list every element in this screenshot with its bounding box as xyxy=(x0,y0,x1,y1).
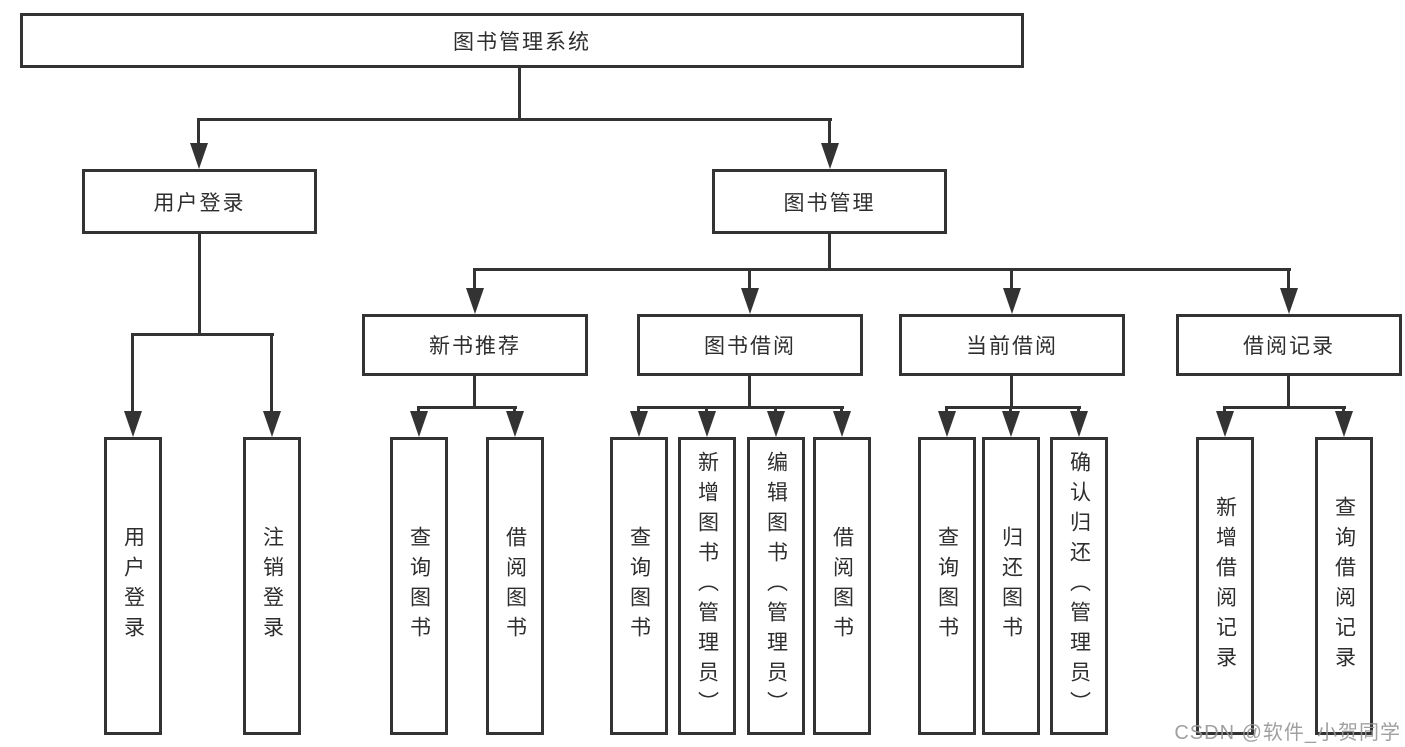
arrow-down-icon xyxy=(506,411,524,437)
connector-stem xyxy=(1010,376,1013,409)
connector-leaf-drop xyxy=(270,333,273,415)
arrow-down-icon xyxy=(1280,288,1298,314)
connector-rail xyxy=(637,406,844,409)
connector-level3-drop xyxy=(748,268,751,293)
leaf-logout: 注销登录 xyxy=(243,437,301,735)
node-label: 图书管理 xyxy=(783,191,876,215)
leaf-label: 查询图书 xyxy=(407,526,431,646)
connector-leaf-drop xyxy=(840,406,843,415)
leaf-query-books-recommend: 查询图书 xyxy=(390,437,448,735)
arrow-down-icon xyxy=(1002,411,1020,437)
node-label: 新书推荐 xyxy=(429,335,521,358)
connector-user-login-stem xyxy=(198,234,201,335)
leaf-edit-books-admin: 编辑图书（管理员） xyxy=(747,437,805,735)
arrow-down-icon xyxy=(833,411,851,437)
leaf-user-login: 用户登录 xyxy=(104,437,162,735)
connector-leaf-drop xyxy=(131,333,134,415)
leaf-add-borrow-record: 新增借阅记录 xyxy=(1196,437,1254,735)
arrow-down-icon xyxy=(124,411,142,437)
leaf-label: 编辑图书（管理员） xyxy=(764,451,788,721)
leaf-query-borrow-record: 查询借阅记录 xyxy=(1315,437,1373,735)
leaf-return-books: 归还图书 xyxy=(982,437,1040,735)
connector-leaf-drop xyxy=(417,406,420,415)
connector-rail xyxy=(945,406,1081,409)
arrow-down-icon xyxy=(190,143,208,169)
leaf-label: 查询借阅记录 xyxy=(1332,496,1356,676)
arrow-down-icon xyxy=(938,411,956,437)
arrow-down-icon xyxy=(821,143,839,169)
leaf-label: 新增图书（管理员） xyxy=(695,451,719,721)
connector-level2-rail xyxy=(197,118,832,121)
connector-root-stem xyxy=(518,68,521,120)
arrow-down-icon xyxy=(1216,411,1234,437)
node-book-borrowing: 图书借阅 xyxy=(637,314,863,376)
arrow-down-icon xyxy=(263,411,281,437)
connector-user-login-drop xyxy=(197,118,200,150)
connector-rail xyxy=(1223,406,1346,409)
leaf-label: 查询图书 xyxy=(935,526,959,646)
node-label: 借阅记录 xyxy=(1243,335,1335,358)
connector-leaf-drop xyxy=(1009,406,1012,415)
leaf-label: 借阅图书 xyxy=(503,526,527,646)
connector-leaf-drop xyxy=(945,406,948,415)
leaf-label: 用户登录 xyxy=(121,526,145,646)
connector-level3-drop xyxy=(1010,268,1013,293)
leaf-label: 查询图书 xyxy=(627,526,651,646)
leaf-borrow-books: 借阅图书 xyxy=(813,437,871,735)
connector-leaf-drop xyxy=(1077,406,1080,415)
arrow-down-icon xyxy=(741,288,759,314)
connector-stem xyxy=(473,376,476,409)
csdn-watermark: CSDN @软件_小贺同学 xyxy=(1174,722,1401,744)
leaf-label: 归还图书 xyxy=(999,526,1023,646)
node-label: 当前借阅 xyxy=(966,335,1058,358)
connector-book-mgmt-drop xyxy=(828,118,831,150)
connector-leaf-drop xyxy=(513,406,516,415)
connector-stem xyxy=(1287,376,1290,409)
connector-leaf-drop xyxy=(637,406,640,415)
connector-leaf-drop xyxy=(1223,406,1226,415)
connector-leaf-drop xyxy=(705,406,708,415)
leaf-query-books-borrowing: 查询图书 xyxy=(610,437,668,735)
connector-leaf-drop xyxy=(774,406,777,415)
leaf-query-books-current: 查询图书 xyxy=(918,437,976,735)
arrow-down-icon xyxy=(1335,411,1353,437)
arrow-down-icon xyxy=(698,411,716,437)
arrow-down-icon xyxy=(1003,288,1021,314)
node-label: 图书借阅 xyxy=(704,335,796,358)
node-label: 图书管理系统 xyxy=(453,30,591,54)
node-label: 用户登录 xyxy=(153,191,246,215)
arrow-down-icon xyxy=(767,411,785,437)
node-book-management: 图书管理 xyxy=(712,169,947,234)
connector-level3-rail xyxy=(473,268,1291,271)
connector-level3-drop xyxy=(1287,268,1290,293)
node-borrowing-records: 借阅记录 xyxy=(1176,314,1402,376)
arrow-down-icon xyxy=(466,288,484,314)
node-new-book-recommend: 新书推荐 xyxy=(362,314,588,376)
connector-book-mgmt-stem xyxy=(828,234,831,270)
connector-stem xyxy=(748,376,751,409)
leaf-borrow-books-recommend: 借阅图书 xyxy=(486,437,544,735)
leaf-label: 新增借阅记录 xyxy=(1213,496,1237,676)
connector-user-login-rail xyxy=(131,333,274,336)
connector-leaf-drop xyxy=(1342,406,1345,415)
node-user-login: 用户登录 xyxy=(82,169,317,234)
leaf-label: 确认归还（管理员） xyxy=(1067,451,1091,721)
leaf-label: 借阅图书 xyxy=(830,526,854,646)
leaf-label: 注销登录 xyxy=(260,526,284,646)
arrow-down-icon xyxy=(630,411,648,437)
connector-rail xyxy=(417,406,517,409)
leaf-confirm-return-admin: 确认归还（管理员） xyxy=(1050,437,1108,735)
leaf-add-books-admin: 新增图书（管理员） xyxy=(678,437,736,735)
connector-level3-drop xyxy=(473,268,476,293)
arrow-down-icon xyxy=(410,411,428,437)
node-root-library-system: 图书管理系统 xyxy=(20,13,1024,68)
node-current-borrowing: 当前借阅 xyxy=(899,314,1125,376)
arrow-down-icon xyxy=(1070,411,1088,437)
